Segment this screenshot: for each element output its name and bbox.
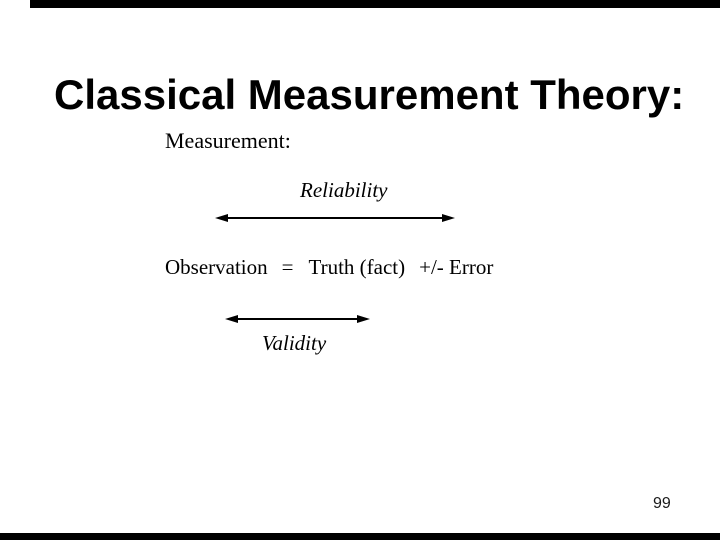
measurement-equation: Observation = Truth (fact) +/- Error bbox=[165, 257, 493, 278]
equation-equals-sign: = bbox=[281, 255, 294, 279]
bottom-border-bar bbox=[0, 533, 720, 540]
validity-double-arrow-icon bbox=[225, 314, 370, 324]
arrow-right-head-icon bbox=[357, 315, 370, 323]
arrow-left-head-icon bbox=[215, 214, 228, 222]
page-number: 99 bbox=[653, 495, 671, 512]
arrow-shaft bbox=[228, 217, 442, 219]
equation-observation-term: Observation bbox=[165, 255, 268, 279]
top-border-bar bbox=[30, 0, 720, 8]
reliability-label: Reliability bbox=[300, 178, 388, 202]
arrow-left-head-icon bbox=[225, 315, 238, 323]
equation-truth-term: Truth (fact) bbox=[308, 255, 406, 279]
measurement-heading: Measurement: bbox=[165, 128, 291, 153]
equation-error-term: +/- Error bbox=[419, 255, 494, 279]
page-title: Classical Measurement Theory: bbox=[54, 71, 685, 119]
arrow-shaft bbox=[238, 318, 357, 320]
arrow-right-head-icon bbox=[442, 214, 455, 222]
reliability-double-arrow-icon bbox=[215, 213, 455, 223]
validity-label: Validity bbox=[262, 331, 327, 355]
